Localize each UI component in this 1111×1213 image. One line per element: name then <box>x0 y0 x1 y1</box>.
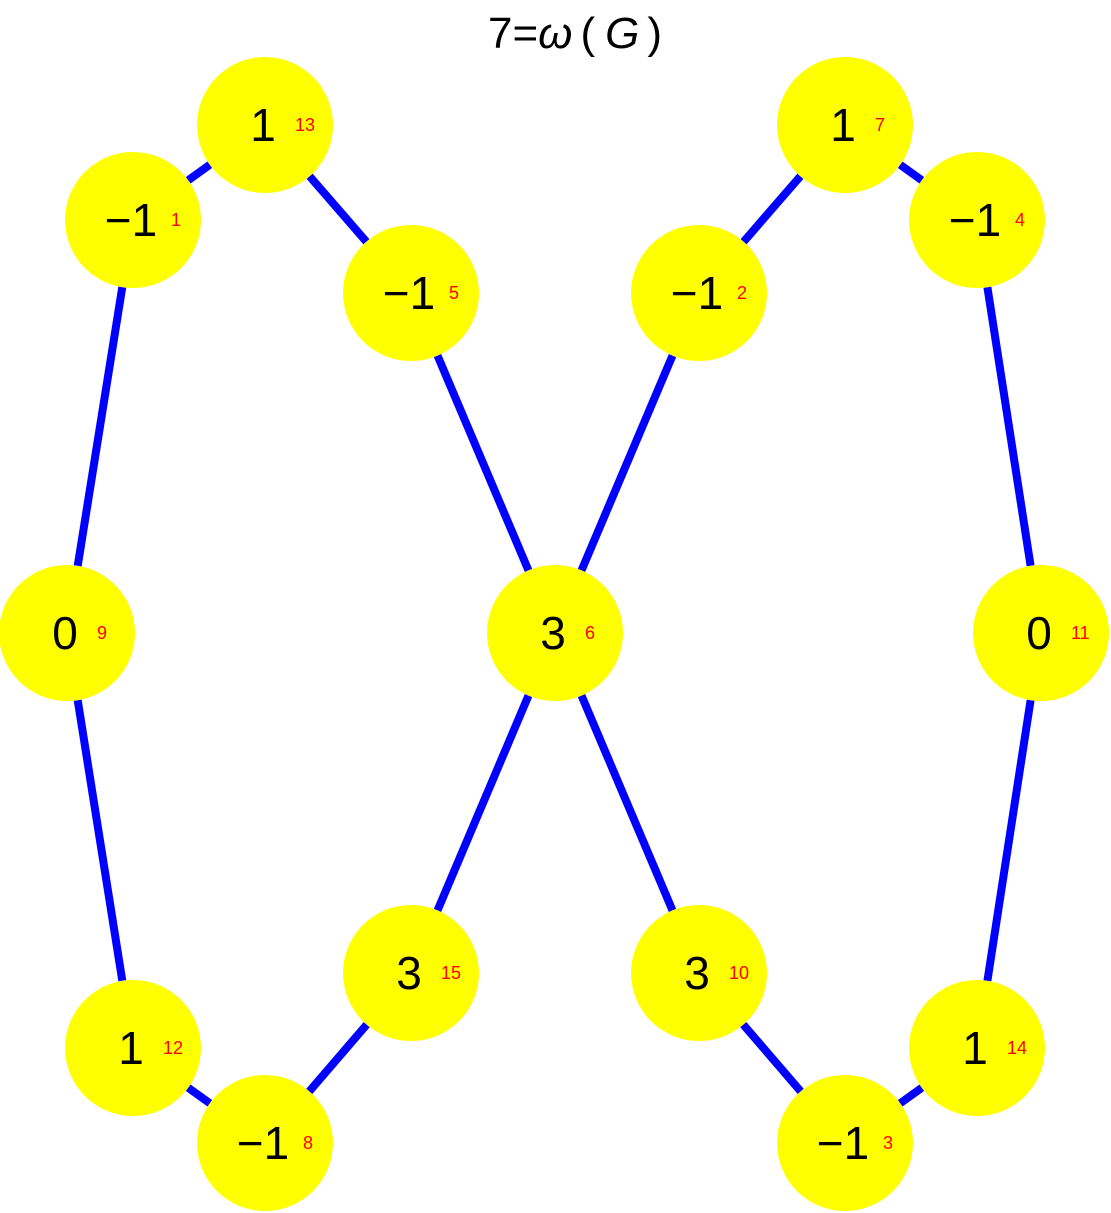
node-circle <box>343 225 479 361</box>
edge-1-9 <box>73 286 127 567</box>
node-id-label: 11 <box>1071 623 1090 643</box>
node-circle <box>487 565 623 701</box>
node-value: 1 <box>118 1022 144 1074</box>
node-value: −1 <box>817 1117 869 1169</box>
node-10: 3 10 <box>631 905 767 1041</box>
node-13: 1 13 <box>197 57 333 193</box>
edge-4-11 <box>983 286 1035 567</box>
node-value: 3 <box>396 947 422 999</box>
edge-15-6 <box>433 694 533 912</box>
node-id-label: 3 <box>883 1133 893 1153</box>
title-g: G <box>605 9 639 58</box>
node-3: −1 3 <box>777 1075 913 1211</box>
node-id-label: 6 <box>585 623 595 643</box>
node-8: −1 8 <box>197 1075 333 1211</box>
node-2: −1 2 <box>631 225 767 361</box>
node-circle <box>973 565 1109 701</box>
node-5: −1 5 <box>343 225 479 361</box>
edge-9-12 <box>73 699 127 982</box>
node-12: 1 12 <box>65 980 201 1116</box>
node-circle <box>0 565 135 701</box>
node-value: −1 <box>383 267 435 319</box>
edge-1-13 <box>185 161 213 184</box>
node-circle <box>631 905 767 1041</box>
node-circle <box>777 1075 913 1211</box>
node-value: 0 <box>1026 607 1052 659</box>
node-id-label: 1 <box>171 210 181 230</box>
title-open-paren: ( <box>580 9 595 58</box>
node-id-label: 15 <box>441 963 461 983</box>
node-value: −1 <box>237 1117 289 1169</box>
edges-layer <box>73 161 1035 1107</box>
edge-2-6 <box>577 354 677 572</box>
edge-3-10 <box>740 1021 804 1095</box>
node-value: −1 <box>671 267 723 319</box>
edge-12-8 <box>185 1084 213 1107</box>
graph-title: 7=ω(G) <box>488 9 662 58</box>
node-circle <box>631 225 767 361</box>
edge-7-4 <box>897 161 925 184</box>
node-id-label: 8 <box>303 1133 313 1153</box>
node-id-label: 5 <box>449 283 459 303</box>
node-1: −1 1 <box>65 152 201 288</box>
node-id-label: 4 <box>1015 210 1025 230</box>
node-id-label: 12 <box>163 1038 183 1058</box>
node-id-label: 2 <box>737 283 747 303</box>
node-id-label: 13 <box>295 115 315 135</box>
title-omega: ω <box>538 9 572 58</box>
edge-13-5 <box>306 173 370 245</box>
node-circle <box>909 980 1045 1116</box>
edge-11-14 <box>983 699 1035 982</box>
edge-14-3 <box>897 1084 925 1107</box>
node-11: 0 11 <box>973 565 1109 701</box>
node-circle <box>65 980 201 1116</box>
node-14: 1 14 <box>909 980 1045 1116</box>
node-value: −1 <box>105 194 157 246</box>
node-value: 0 <box>52 607 78 659</box>
node-value: 1 <box>250 99 276 151</box>
node-value: 3 <box>540 607 566 659</box>
title-equals: = <box>512 9 538 58</box>
edge-7-2 <box>740 173 804 245</box>
edge-10-6 <box>577 694 677 912</box>
node-circle <box>343 905 479 1041</box>
title-close-paren: ) <box>647 9 662 58</box>
node-15: 3 15 <box>343 905 479 1041</box>
node-id-label: 9 <box>97 623 107 643</box>
node-circle <box>777 57 913 193</box>
node-circle <box>197 57 333 193</box>
edge-8-15 <box>306 1021 370 1095</box>
node-circle <box>65 152 201 288</box>
node-value: 1 <box>830 99 856 151</box>
node-id-label: 10 <box>729 963 749 983</box>
node-id-label: 7 <box>875 115 885 135</box>
node-4: −1 4 <box>909 152 1045 288</box>
node-value: 1 <box>962 1022 988 1074</box>
node-value: −1 <box>949 194 1001 246</box>
node-value: 3 <box>684 947 710 999</box>
title-lhs: 7 <box>488 9 512 58</box>
node-id-label: 14 <box>1007 1038 1027 1058</box>
node-circle <box>197 1075 333 1211</box>
edge-5-6 <box>433 354 533 572</box>
node-circle <box>909 152 1045 288</box>
